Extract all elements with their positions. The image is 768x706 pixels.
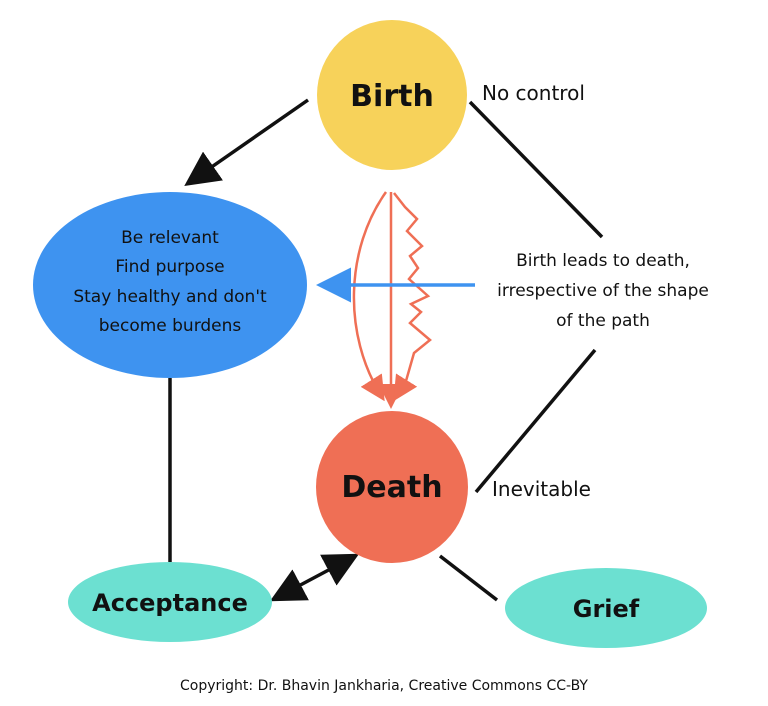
grief-label: Grief (573, 595, 640, 623)
death-label: Death (341, 470, 442, 505)
curved-path-arrow (352, 191, 388, 402)
purpose-line-3: Stay healthy and don't (73, 287, 267, 307)
purpose-line-1: Be relevant (121, 228, 219, 248)
jagged-path-arrow (393, 192, 432, 402)
death-to-grief-line (438, 554, 499, 602)
note-to-death-line (474, 348, 597, 494)
birth-to-note-line (468, 100, 604, 239)
purpose-line-4: become burdens (99, 316, 242, 336)
death-acceptance-double-arrow (269, 553, 360, 602)
copyright-text: Copyright: Dr. Bhavin Jankharia, Creativ… (180, 678, 588, 694)
acceptance-label: Acceptance (92, 589, 248, 617)
death-node (316, 411, 468, 563)
path-note-line-2: irrespective of the shape (497, 281, 709, 301)
birth-note: No control (482, 81, 585, 105)
birth-label: Birth (350, 79, 434, 114)
death-note: Inevitable (492, 477, 591, 501)
acceptance-node (68, 562, 272, 642)
purpose-line-2: Find purpose (115, 257, 224, 277)
grief-node (505, 568, 707, 648)
path-note-line-3: of the path (556, 311, 650, 331)
birth-node (317, 20, 467, 170)
purpose-node (33, 192, 307, 378)
birth-to-purpose-arrow (184, 98, 309, 186)
path-note-line-1: Birth leads to death, (516, 251, 690, 271)
